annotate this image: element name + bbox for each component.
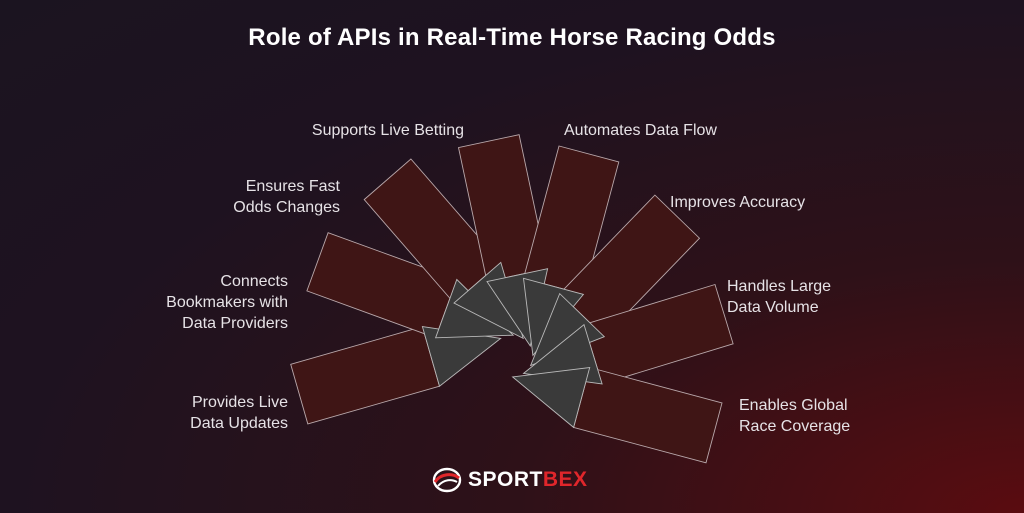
label-improves-accuracy: Improves Accuracy — [670, 194, 806, 211]
label-provides-live-data-updates: Provides Live Data Updates — [190, 394, 288, 432]
hub-segment-enables-global-race-coverage — [511, 366, 591, 429]
label-supports-live-betting: Supports Live Betting — [311, 122, 464, 139]
diagram-title: Role of APIs in Real-Time Horse Racing O… — [248, 24, 776, 51]
blade-provides-live-data-updates — [290, 326, 441, 425]
sportbex-logo: SPORTBEX — [432, 467, 602, 493]
sportbex-logo-icon — [432, 467, 462, 493]
label-ensures-fast-odds-changes: Ensures Fast Odds Changes — [233, 178, 340, 216]
label-handles-large-data-volume: Handles Large Data Volume — [727, 278, 832, 316]
label-enables-global-race-coverage: Enables Global Race Coverage — [739, 397, 851, 435]
label-connects-bookmakers: Connects Bookmakers with Data Providers — [166, 273, 288, 332]
label-automates-data-flow: Automates Data Flow — [564, 122, 717, 139]
sportbex-wordmark: SPORTBEX — [468, 468, 588, 491]
